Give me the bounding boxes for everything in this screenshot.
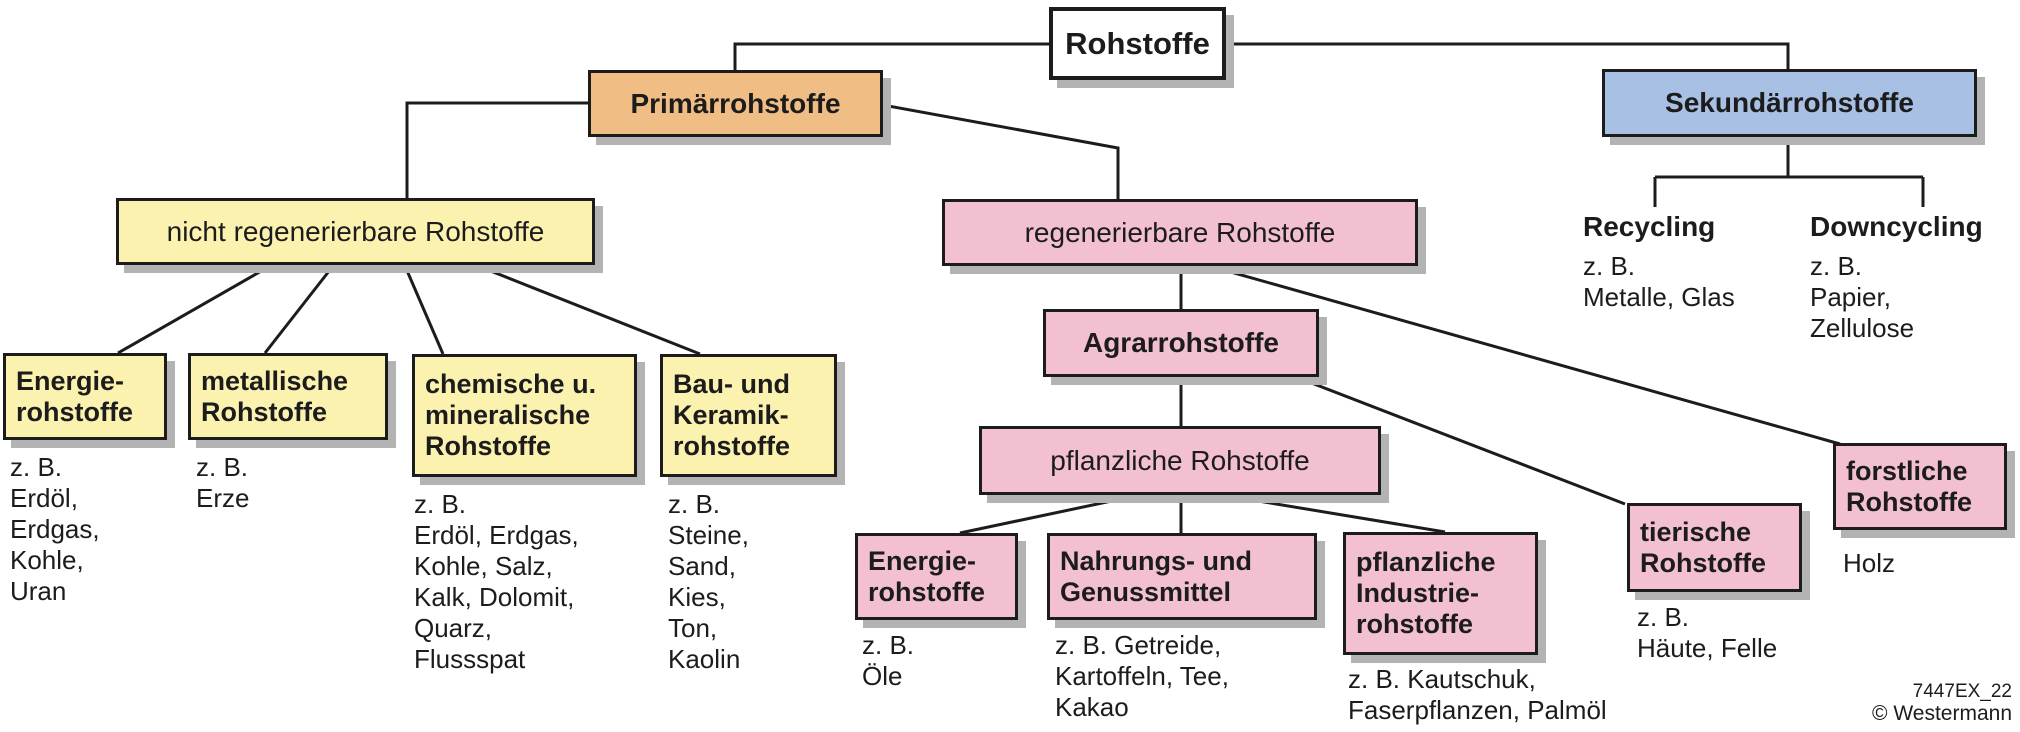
edge-primaer-regen (882, 103, 1120, 199)
node-energierohstoffe-fossil-label: Energie- rohstoffe (16, 365, 133, 427)
edge-primaer-nichtregen (405, 101, 588, 199)
node-regenerierbare-label: regenerierbare Rohstoffe (1024, 216, 1336, 248)
node-pflanzliche-rohstoffe: pflanzliche Rohstoffe (979, 426, 1381, 495)
examples-pfl-industrie: z. B. Kautschuk, Faserpflanzen, Palmöl (1348, 664, 1607, 725)
edge-rohstoffe-primaer (733, 42, 1049, 70)
node-nicht-regenerierbare: nicht regenerierbare Rohstoffe (116, 198, 595, 265)
examples-energie-pflanzlich: z. B. Öle (862, 630, 915, 691)
node-pflanzliche-industrierohstoffe-label: pflanzliche Industrie- rohstoffe (1356, 547, 1496, 639)
edge-nichtregen-energie (117, 264, 271, 355)
edge-nichtregen-metallisch (263, 265, 335, 354)
node-metallische-rohstoffe-label: metallische Rohstoffe (201, 365, 349, 427)
node-pflanzliche-rohstoffe-label: pflanzliche Rohstoffe (1050, 444, 1310, 476)
node-sekundaerrohstoffe: Sekundärrohstoffe (1602, 69, 1977, 137)
node-metallische-rohstoffe: metallische Rohstoffe (188, 353, 388, 440)
heading-downcycling: Downcycling (1810, 211, 1983, 242)
node-rohstoffe: Rohstoffe (1049, 7, 1226, 80)
figure-code: 7447EX_22 (1912, 681, 2012, 702)
examples-downcycling: z. B. Papier, Zellulose (1810, 251, 1915, 343)
node-pflanzliche-industrierohstoffe: pflanzliche Industrie- rohstoffe (1343, 532, 1538, 655)
node-energierohstoffe-pflanzlich-label: Energie- rohstoffe (868, 545, 985, 607)
node-primaerrohstoffe-label: Primärrohstoffe (630, 87, 841, 119)
edge-regen-forstlich (1212, 265, 1841, 446)
node-chemische-mineralische-label: chemische u. mineralische Rohstoffe (425, 369, 597, 461)
edge-sekundaer-split (1653, 137, 1925, 207)
node-energierohstoffe-fossil: Energie- rohstoffe (3, 353, 167, 440)
examples-nahrung: z. B. Getreide, Kartoffeln, Tee, Kakao (1055, 630, 1229, 722)
node-rohstoffe-label: Rohstoffe (1065, 25, 1210, 61)
edge-agrar-tierisch (1295, 375, 1626, 506)
examples-energie-fossil: z. B. Erdöl, Erdgas, Kohle, Uran (10, 452, 100, 606)
examples-recycling: z. B. Metalle, Glas (1583, 251, 1735, 312)
node-regenerierbare: regenerierbare Rohstoffe (942, 199, 1418, 266)
node-nahrungs-genussmittel-label: Nahrungs- und Genussmittel (1060, 545, 1252, 607)
node-tierische-rohstoffe-label: tierische Rohstoffe (1640, 516, 1766, 578)
edge-pflanzlich-energie (959, 493, 1141, 535)
node-forstliche-rohstoffe-label: forstliche Rohstoffe (1846, 455, 1972, 517)
edge-rohstoffe-sekundaer (1226, 42, 1790, 69)
node-bau-keramik-label: Bau- und Keramik- rohstoffe (673, 369, 790, 461)
examples-bau: z. B. Steine, Sand, Kies, Ton, Kaolin (668, 489, 749, 674)
examples-forstlich: Holz (1843, 548, 1896, 578)
edge-nichtregen-bau (477, 264, 701, 356)
node-bau-keramik: Bau- und Keramik- rohstoffe (660, 354, 837, 477)
edge-nichtregen-chemisch (403, 265, 445, 355)
node-forstliche-rohstoffe: forstliche Rohstoffe (1833, 443, 2007, 530)
examples-tierisch: z. B. Häute, Felle (1637, 602, 1778, 663)
node-sekundaerrohstoffe-label: Sekundärrohstoffe (1665, 87, 1914, 118)
node-chemische-mineralische: chemische u. mineralische Rohstoffe (412, 354, 637, 477)
heading-recycling: Recycling (1583, 211, 1716, 242)
examples-metallisch: z. B. Erze (196, 452, 250, 513)
footer: 7447EX_22 © Westermann (1650, 681, 2012, 726)
node-agrarrohstoffe-label: Agrarrohstoffe (1082, 327, 1279, 358)
node-nicht-regenerierbare-label: nicht regenerierbare Rohstoffe (166, 215, 545, 247)
node-energierohstoffe-pflanzlich: Energie- rohstoffe (855, 533, 1018, 620)
node-agrarrohstoffe: Agrarrohstoffe (1043, 309, 1319, 377)
copyright: © Westermann (1872, 702, 2012, 725)
examples-chemisch: z. B. Erdöl, Erdgas, Kohle, Salz, Kalk, … (414, 489, 579, 674)
edge-pflanzlich-industrie (1221, 493, 1446, 534)
node-tierische-rohstoffe: tierische Rohstoffe (1627, 503, 1802, 592)
node-nahrungs-genussmittel: Nahrungs- und Genussmittel (1047, 533, 1317, 620)
node-primaerrohstoffe: Primärrohstoffe (588, 70, 883, 137)
